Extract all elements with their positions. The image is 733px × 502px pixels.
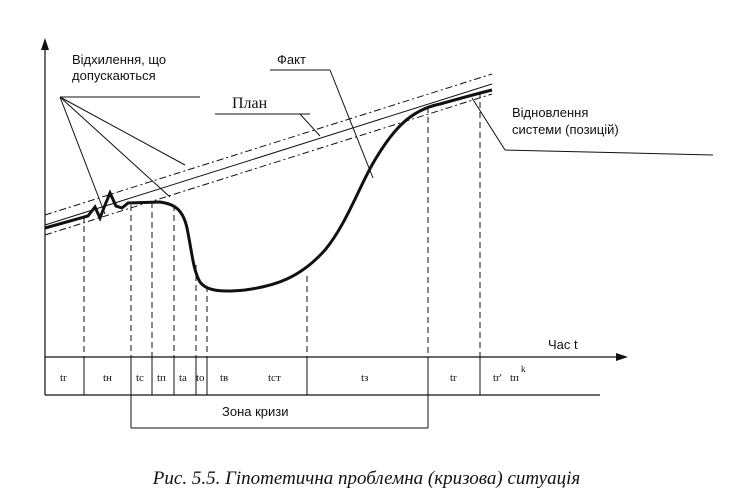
recovery-label-line1: Відновлення — [512, 105, 588, 120]
plan-label: План — [232, 95, 268, 112]
fact-label: Факт — [277, 52, 306, 67]
segment-label-6: tо — [196, 372, 205, 384]
segment-label-1: tr — [60, 372, 67, 384]
time-axis-label: Час t — [548, 337, 578, 352]
x-axis-arrow — [616, 353, 628, 361]
segment-label-7: tв — [220, 372, 228, 384]
segment-label-11: tr' — [493, 372, 502, 384]
segment-dividers — [83, 357, 481, 428]
segment-label-10: tr — [450, 372, 457, 384]
segment-label-9: tз — [361, 372, 368, 384]
figure-caption: Рис. 5.5. Гіпотетична проблемна (кризова… — [152, 468, 581, 489]
deviations-label-line2: допускаються — [72, 68, 156, 83]
fact-curve — [44, 88, 493, 293]
upper-tolerance-line — [44, 73, 493, 216]
time-markers — [83, 92, 481, 357]
y-axis-arrow — [41, 38, 49, 50]
segment-label-12: tп — [510, 372, 519, 384]
segment-label-3: tc — [136, 372, 144, 384]
lower-tolerance-line — [44, 93, 493, 236]
leader-lines — [59, 69, 714, 215]
recovery-label-line2: системи (позицій) — [512, 122, 619, 137]
segment-label-12-sup: k — [521, 364, 526, 374]
segment-label-5: tа — [179, 372, 187, 384]
plan-line — [44, 83, 493, 226]
crisis-diagram: tr tн tc tп tа tо tв tст tз tr tr' tп k … — [41, 38, 714, 429]
segment-label-4: tп — [157, 372, 166, 384]
segment-label-8: tст — [268, 372, 281, 384]
segment-label-2: tн — [103, 372, 112, 384]
deviations-label-line1: Відхилення, що — [72, 52, 166, 67]
crisis-zone-label: Зона кризи — [222, 404, 289, 419]
